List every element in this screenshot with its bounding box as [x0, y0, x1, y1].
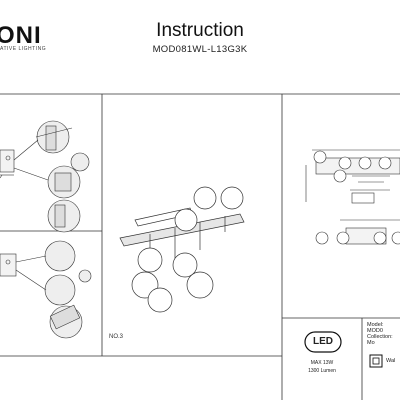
instruction-drawing [0, 93, 400, 400]
brand-name: ONI [0, 22, 42, 49]
model-number: MOD081WL-L13G3K [152, 44, 248, 55]
page-title: Instruction [156, 20, 244, 41]
brand-tagline: ATIVE LIGHTING [0, 46, 47, 52]
max-power: MAX 13W [310, 360, 334, 366]
lumen-output: 1300 Lumen [308, 368, 336, 374]
led-logo [304, 331, 383, 368]
step3-diagram [119, 186, 245, 313]
brand-logo: ONI [0, 22, 42, 50]
model-row: Model: MOD0 [367, 322, 384, 334]
step1-diagram [0, 120, 90, 233]
led-logo-text: LED [313, 336, 333, 347]
dimension-drawing [305, 149, 400, 245]
collection-row: Collection: Mo [367, 334, 393, 346]
step3-label: NO.3 [109, 334, 124, 340]
wall-row: Wal [386, 358, 396, 364]
step2-diagram [0, 240, 92, 339]
